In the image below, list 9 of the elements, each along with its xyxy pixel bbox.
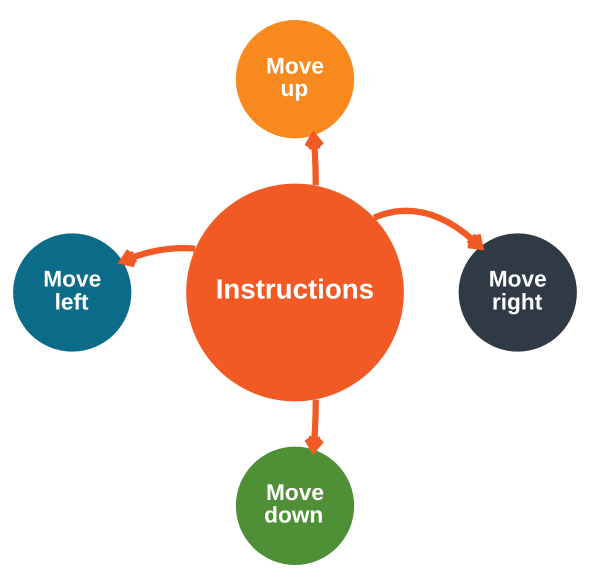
node-circle: Move left: [13, 232, 132, 352]
arrow: [373, 207, 484, 250]
node-circle: Move right: [458, 232, 577, 352]
node-circle: Move down: [236, 446, 354, 564]
node-circle: Move up: [236, 20, 354, 138]
node-circle: Instructions: [186, 183, 404, 401]
arrow: [304, 132, 325, 185]
arrow: [120, 244, 196, 267]
arrow: [304, 399, 325, 452]
